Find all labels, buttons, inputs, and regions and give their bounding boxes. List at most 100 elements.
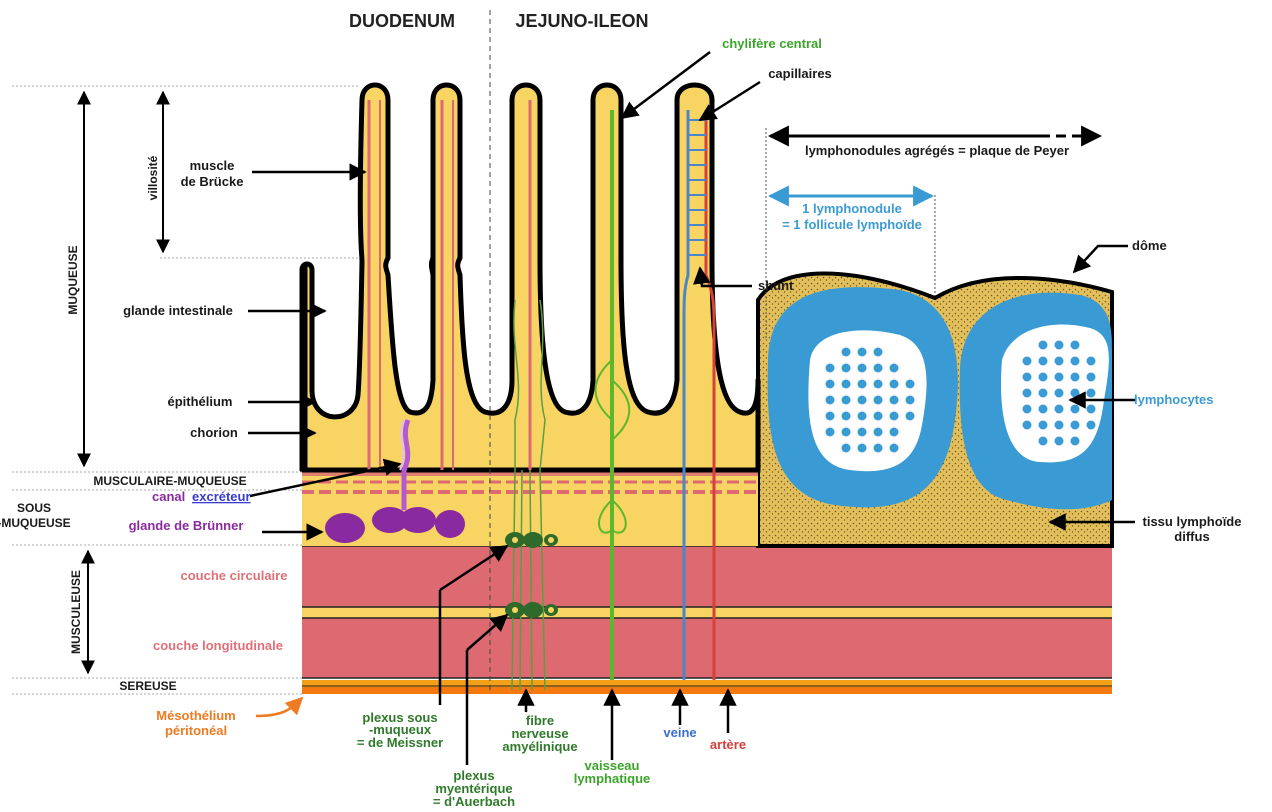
label-diffus: diffus <box>1174 529 1209 544</box>
lymphocyte-dot <box>826 380 835 389</box>
label-shunt: shunt <box>758 278 794 293</box>
lymphocyte-dot <box>1071 357 1080 366</box>
lymphocyte-dot <box>1055 405 1064 414</box>
lymphocyte-dot <box>874 364 883 373</box>
lymphocyte-dot <box>842 380 851 389</box>
lymphocyte-dot <box>890 396 899 405</box>
lymphocyte-dot <box>890 412 899 421</box>
lymphocyte-dot <box>1055 373 1064 382</box>
label-lymphocytes: lymphocytes <box>1134 392 1213 407</box>
lymphocyte-dot <box>858 380 867 389</box>
lymphocyte-dot <box>858 444 867 453</box>
lymphocyte-dot <box>1023 389 1032 398</box>
label-meissner-3: = de Meissner <box>357 735 443 750</box>
lymphocyte-dot <box>890 380 899 389</box>
title-duodenum: DUODENUM <box>349 11 455 31</box>
lymphocyte-dot <box>842 364 851 373</box>
lymphocyte-dot <box>858 348 867 357</box>
label-glande-intestinale: glande intestinale <box>123 303 233 318</box>
lymphocyte-dot <box>1071 389 1080 398</box>
label-mesothelium: Mésothélium <box>156 708 235 723</box>
label-glande-brunner: glande de Brünner <box>129 518 244 533</box>
lymphocyte-dot <box>1087 421 1096 430</box>
label-dome: dôme <box>1132 238 1167 253</box>
lymphocyte-dot <box>1055 357 1064 366</box>
lymphocyte-dot <box>874 380 883 389</box>
lymphocyte-dot <box>1055 389 1064 398</box>
lymphocyte-dot <box>874 428 883 437</box>
label-lymphonodule-1: 1 lymphonodule <box>802 201 902 216</box>
lymphocyte-dot <box>1055 341 1064 350</box>
lymphocyte-dot <box>1039 405 1048 414</box>
label-chorion: chorion <box>190 425 238 440</box>
label-muqueuse: MUQUEUSE <box>66 245 80 314</box>
lymphocyte-dot <box>1087 357 1096 366</box>
lymphocyte-dot <box>842 412 851 421</box>
lymphocyte-dot <box>858 396 867 405</box>
label-couche-circulaire: couche circulaire <box>181 568 288 583</box>
label-vaisseau-2: lymphatique <box>574 771 651 786</box>
label-muscle-brucke-2: de Brücke <box>181 174 244 189</box>
lymphocyte-dot <box>890 364 899 373</box>
lymphocyte-dot <box>1039 389 1048 398</box>
lymphocyte-dot <box>890 444 899 453</box>
lymphocyte-dot <box>1039 357 1048 366</box>
lymphocyte-dot <box>1055 421 1064 430</box>
label-capillaires: capillaires <box>768 66 832 81</box>
lymphocyte-dot <box>826 412 835 421</box>
lymphocyte-dot <box>858 428 867 437</box>
lymphocyte-dot <box>874 396 883 405</box>
label-canal: canal <box>152 489 185 504</box>
label-epithelium: épithélium <box>167 394 232 409</box>
label-muscle-brucke: muscle <box>190 158 235 173</box>
lymphocyte-dot <box>1071 341 1080 350</box>
lymphocyte-dot <box>826 428 835 437</box>
label-muqueuse-sub: -MUQUEUSE <box>0 516 71 530</box>
lymphocyte-dot <box>1039 373 1048 382</box>
lymphocyte-dot <box>1039 341 1048 350</box>
lymphocyte-dot <box>1039 421 1048 430</box>
lymphocyte-dot <box>1087 373 1096 382</box>
lymphocyte-dot <box>1055 437 1064 446</box>
lymphocyte-dot <box>1023 405 1032 414</box>
label-villosite: villosité <box>146 155 160 200</box>
label-lymphonodule-2: = 1 follicule lymphoïde <box>782 217 922 232</box>
lymphocyte-dot <box>842 444 851 453</box>
circular-muscle-layer <box>302 546 1112 607</box>
lymphocyte-dot <box>826 364 835 373</box>
lymphocyte-dot <box>858 412 867 421</box>
label-veine: veine <box>663 725 696 740</box>
lymphocyte-dot <box>874 412 883 421</box>
lymphocyte-dot <box>842 348 851 357</box>
lymphocyte-dot <box>1023 421 1032 430</box>
label-chylifere: chylifère central <box>722 36 822 51</box>
label-tissu-lymphoide: tissu lymphoïde <box>1143 514 1242 529</box>
lymphocyte-dot <box>1071 421 1080 430</box>
lymphocyte-dot <box>1087 405 1096 414</box>
label-auerbach-3: = d'Auerbach <box>433 794 515 809</box>
label-peyer: lymphonodules agrégés = plaque de Peyer <box>805 143 1069 158</box>
auerbach-plexus <box>505 602 558 618</box>
label-fibre-3: amyélinique <box>502 739 577 754</box>
lymphocyte-dot <box>1071 437 1080 446</box>
lymphocyte-dot <box>826 396 835 405</box>
lymphocyte-dot <box>906 412 915 421</box>
lymphocyte-dot <box>842 396 851 405</box>
lymphocyte-dot <box>858 364 867 373</box>
lymphocyte-dot <box>906 380 915 389</box>
lymphocyte-dot <box>874 444 883 453</box>
label-peritoneal: péritonéal <box>165 723 227 738</box>
label-sereuse: SEREUSE <box>119 679 176 693</box>
longitudinal-muscle-layer <box>302 618 1112 678</box>
lymphocyte-dot <box>890 428 899 437</box>
label-musculaire-muqueuse: MUSCULAIRE-MUQUEUSE <box>93 474 246 488</box>
label-artere: artère <box>710 737 746 752</box>
lymphocyte-dot <box>874 348 883 357</box>
lymphocyte-dot <box>1071 405 1080 414</box>
label-sous: SOUS <box>17 501 51 515</box>
lymphocyte-dot <box>842 428 851 437</box>
label-excreteur: excréteur <box>192 489 251 504</box>
lymphocyte-dot <box>1039 437 1048 446</box>
lymphocyte-dot <box>1071 373 1080 382</box>
